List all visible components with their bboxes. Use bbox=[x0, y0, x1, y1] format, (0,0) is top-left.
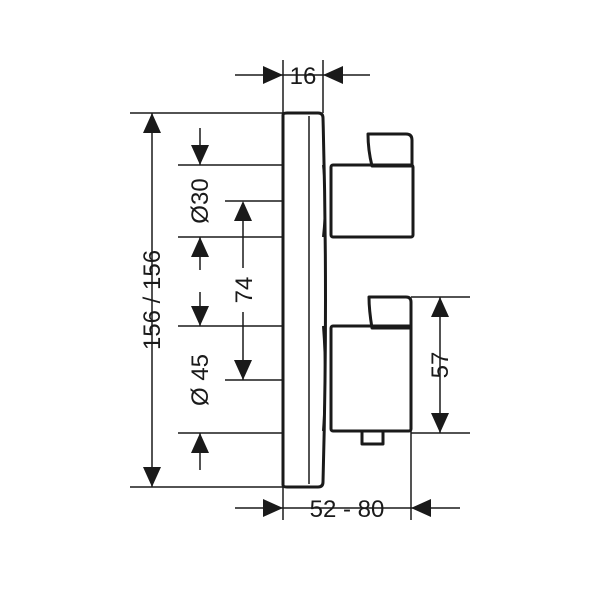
product-outline bbox=[281, 111, 415, 489]
dim-lower-height: 57 bbox=[427, 352, 454, 379]
lower-handle-base bbox=[360, 431, 385, 446]
arrow-height-bottom bbox=[143, 467, 161, 487]
arrow-height-top bbox=[143, 113, 161, 133]
arrow-d30-bottom bbox=[191, 237, 209, 257]
upper-handle-body bbox=[329, 163, 415, 239]
dim-upper-diameter: Ø30 bbox=[187, 178, 214, 223]
lower-handle-neck bbox=[322, 325, 326, 432]
upper-handle-lever bbox=[366, 132, 414, 168]
extension-lines bbox=[130, 60, 470, 520]
dim-center-distance: 74 bbox=[231, 277, 258, 304]
arrow-16-right bbox=[323, 66, 343, 84]
arrow-d45-top bbox=[191, 306, 209, 326]
dim-top-width: 16 bbox=[290, 63, 317, 90]
arrow-depth-right bbox=[411, 499, 431, 517]
dim-lower-diameter: Ø 45 bbox=[187, 354, 214, 406]
arrow-74-bottom bbox=[234, 360, 252, 380]
dim-depth-range: 52 - 80 bbox=[310, 496, 385, 523]
arrow-d45-bottom bbox=[191, 433, 209, 453]
arrow-74-top bbox=[234, 201, 252, 221]
dim-overall-height: 156 / 156 bbox=[139, 250, 166, 350]
wall-plate bbox=[281, 111, 327, 489]
arrow-16-left bbox=[263, 66, 283, 84]
upper-handle-neck bbox=[322, 164, 326, 238]
arrowheads bbox=[143, 66, 449, 517]
lower-handle-body bbox=[329, 324, 413, 433]
arrow-57-top bbox=[431, 297, 449, 317]
arrow-depth-left bbox=[263, 499, 283, 517]
arrow-d30-top bbox=[191, 145, 209, 165]
lower-handle-lever bbox=[367, 295, 413, 330]
arrow-57-bottom bbox=[431, 413, 449, 433]
